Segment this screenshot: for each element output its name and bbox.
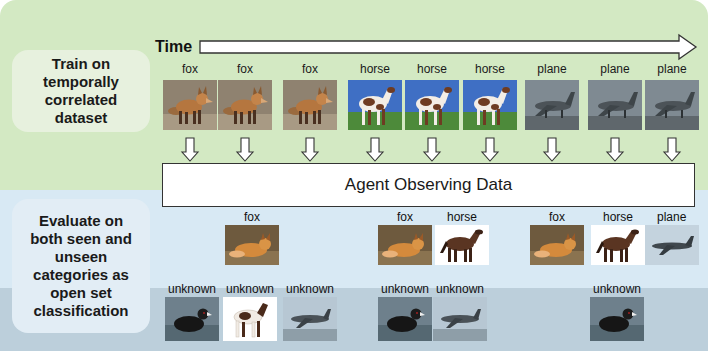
training-image: horse (404, 62, 460, 134)
image-label: horse (452, 62, 528, 76)
training-image: horse (462, 62, 518, 134)
image-label: horse (337, 62, 413, 76)
category-label: plane (657, 210, 686, 224)
box-text: Train on temporally correlated dataset (25, 55, 137, 127)
training-image: fox (282, 62, 338, 134)
horse-image (591, 225, 645, 265)
plane-image (525, 80, 579, 130)
category-label: unknown (226, 282, 274, 296)
category-label: fox (244, 210, 260, 224)
image-label: fox (207, 62, 283, 76)
plane-image (645, 80, 699, 130)
fox-image (218, 80, 272, 130)
image-label: fox (272, 62, 348, 76)
fox-image (378, 225, 432, 265)
box-text: Agent Observing Data (345, 175, 512, 195)
image-label: plane (634, 62, 708, 76)
image-label: plane (577, 62, 653, 76)
training-image: horse (347, 62, 403, 134)
flow-arrow (182, 138, 198, 161)
category-label: fox (397, 210, 413, 224)
plane-image (645, 225, 699, 265)
training-image: fox (217, 62, 273, 134)
image-label: horse (394, 62, 470, 76)
horse-image (463, 80, 517, 130)
category-label: unknown (168, 282, 216, 296)
category-label: unknown (286, 282, 334, 296)
category-label: horse (447, 210, 477, 224)
flow-arrow (424, 138, 440, 161)
category-label: unknown (381, 282, 429, 296)
horse-image (405, 80, 459, 130)
agent-box: Agent Observing Data (162, 163, 695, 207)
horse-image (223, 297, 277, 341)
training-image: fox (162, 62, 218, 134)
stage-box: Evaluate on both seen and unseen categor… (12, 199, 150, 333)
horse-image (348, 80, 402, 130)
fox-image (283, 80, 337, 130)
category-label: unknown (436, 282, 484, 296)
flow-arrow (607, 138, 623, 161)
bird-image (165, 297, 219, 341)
plane-image (588, 80, 642, 130)
plane-image (433, 297, 487, 341)
fox-image (225, 225, 279, 265)
flow-arrow (367, 138, 383, 161)
plane-image (283, 297, 337, 341)
bird-image (378, 297, 432, 341)
image-label: plane (514, 62, 590, 76)
fox-image (530, 225, 584, 265)
box-text: Evaluate on both seen and unseen categor… (23, 212, 139, 320)
horse-image (435, 225, 489, 265)
category-label: horse (603, 210, 633, 224)
flow-arrow (302, 138, 318, 161)
training-image: plane (587, 62, 643, 134)
fox-image (163, 80, 217, 130)
training-band (0, 0, 708, 206)
image-label: fox (152, 62, 228, 76)
category-label: unknown (593, 282, 641, 296)
flow-arrow (664, 138, 680, 161)
training-image: plane (644, 62, 700, 134)
flow-arrow (482, 138, 498, 161)
category-label: fox (549, 210, 565, 224)
time-arrow (200, 35, 696, 59)
bird-image (590, 297, 644, 341)
flow-arrow (544, 138, 560, 161)
stage-box: Train on temporally correlated dataset (12, 50, 150, 132)
flow-arrow (237, 138, 253, 161)
training-image: plane (524, 62, 580, 134)
axis-label: Time (155, 37, 192, 56)
